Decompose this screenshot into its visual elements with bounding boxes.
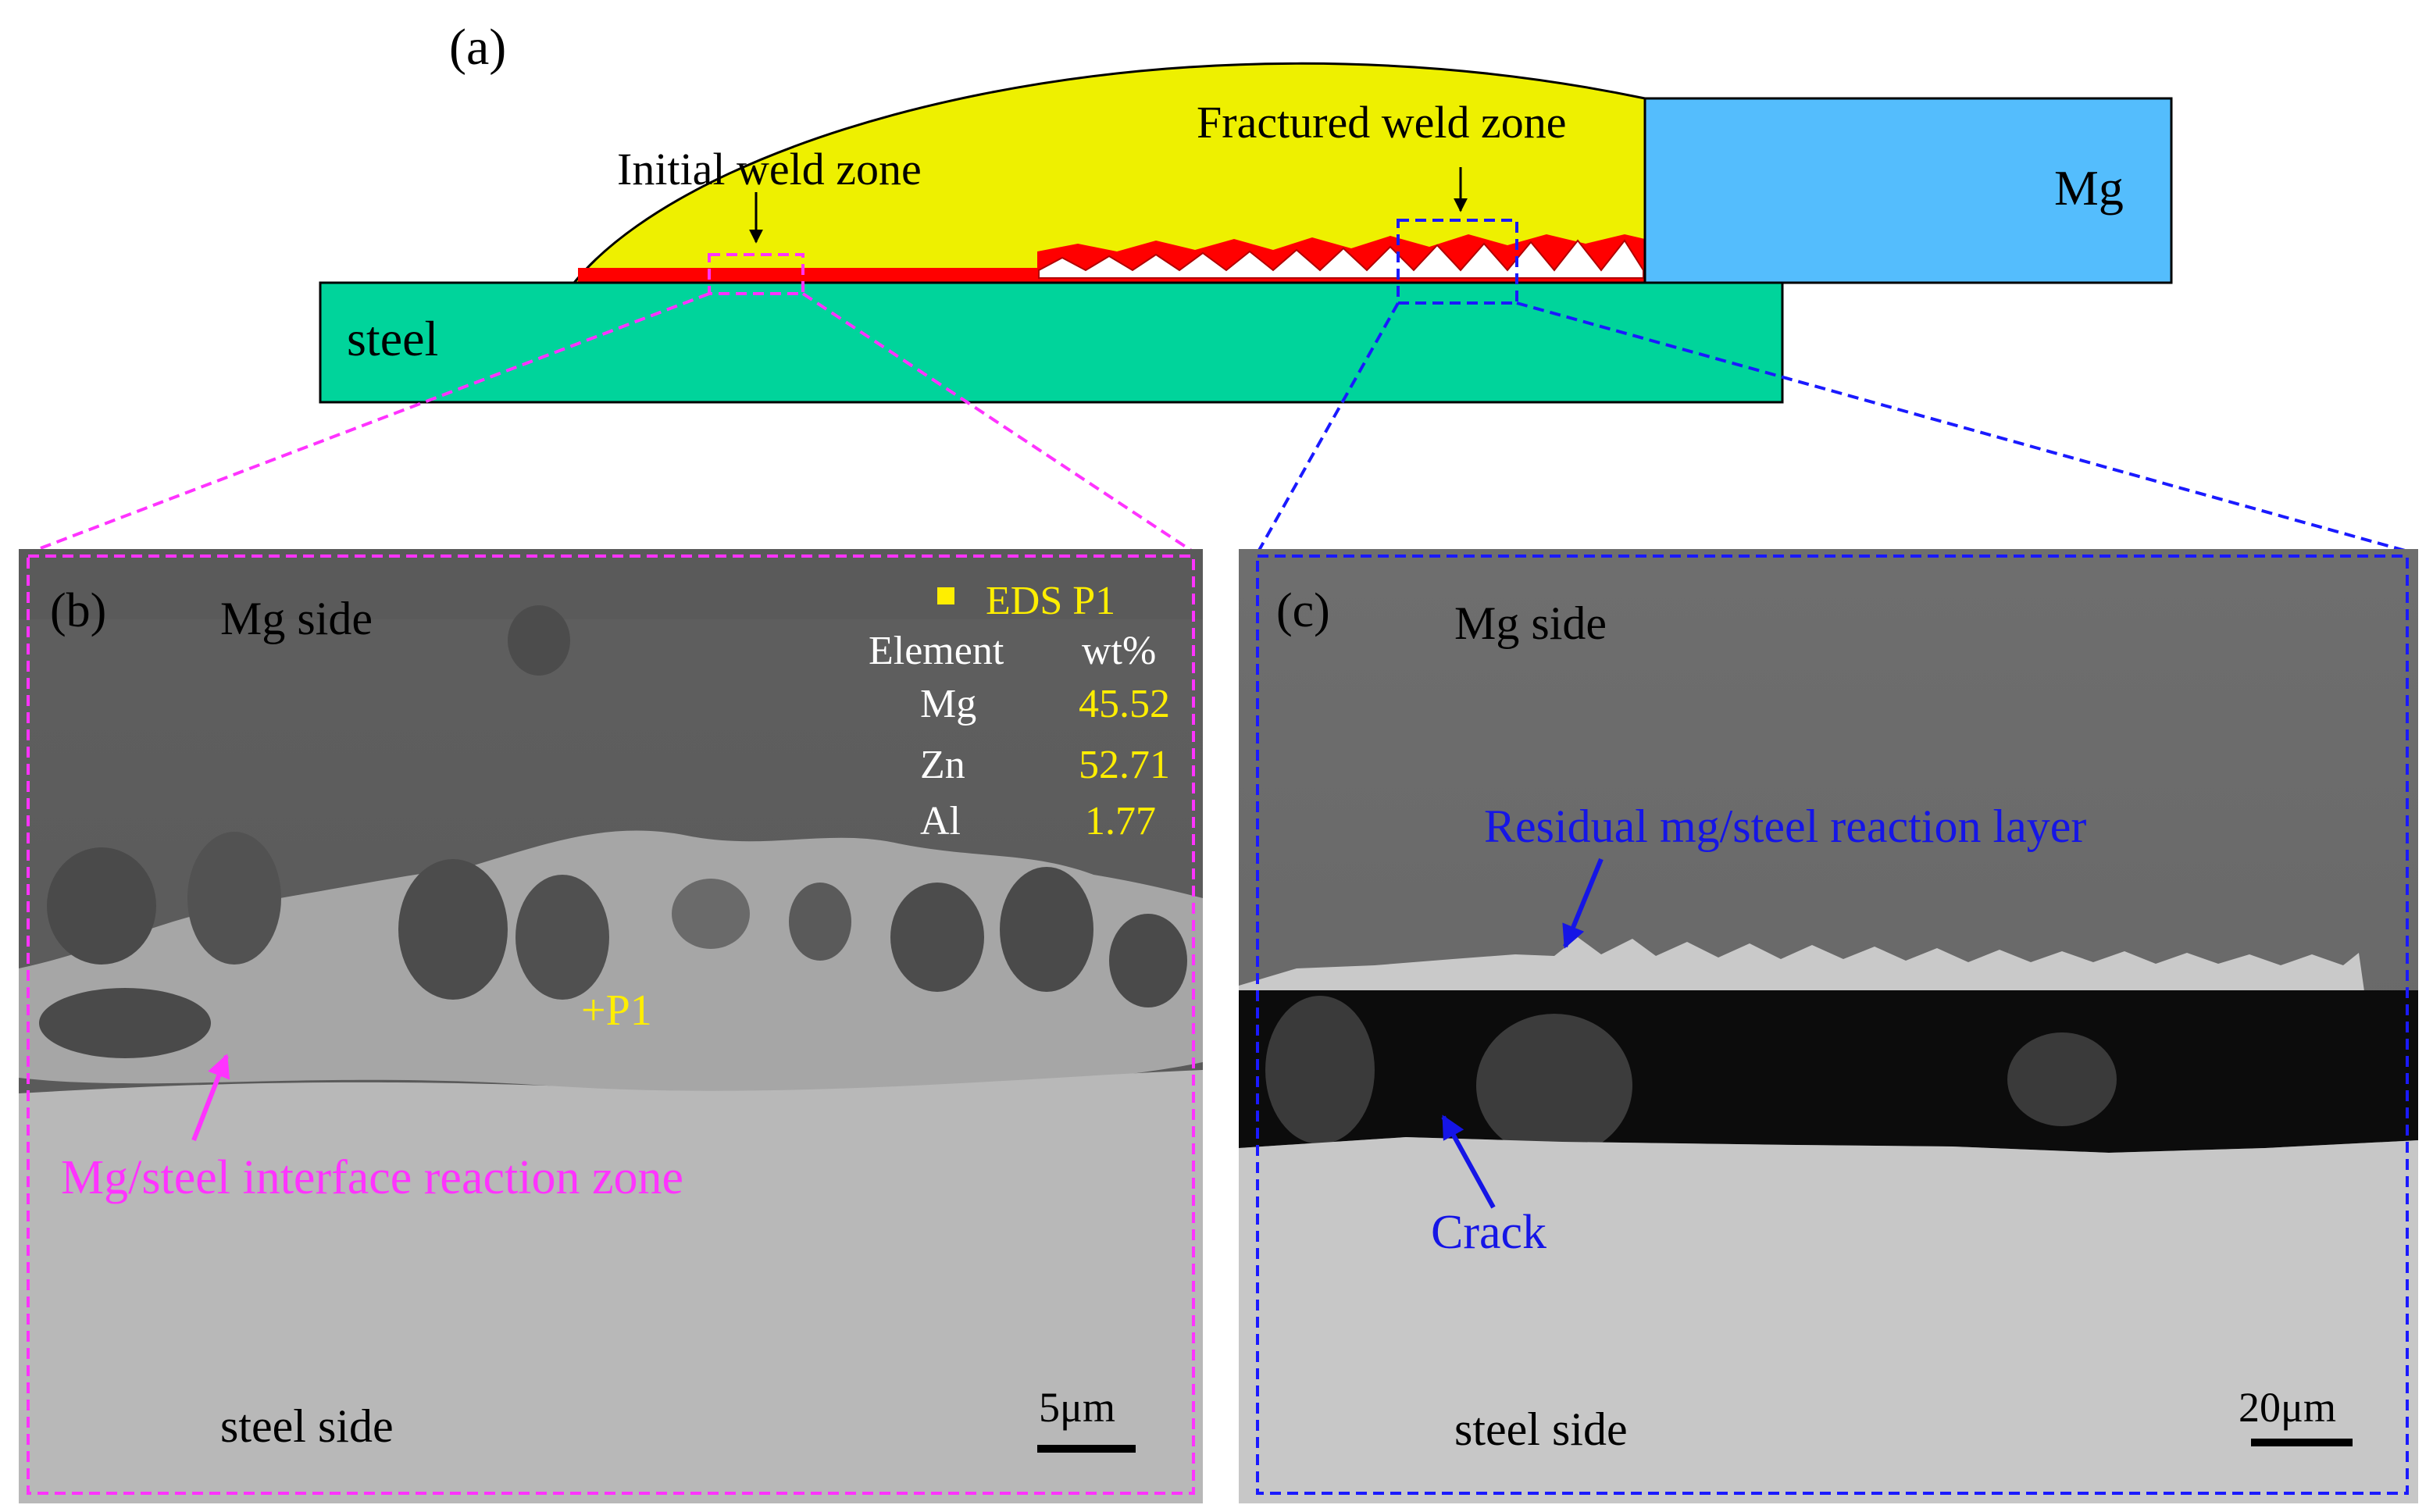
initial-weld-zone-label: Initial weld zone — [617, 144, 922, 194]
dark-particle — [398, 859, 508, 1000]
blue-projection-left — [1256, 302, 1400, 554]
mg-plate — [1643, 97, 2173, 284]
panel-b-label: (b) — [50, 584, 106, 637]
interface-reaction-zone-label: Mg/steel interface reaction zone — [61, 1151, 683, 1204]
crack-sphere — [2007, 1032, 2117, 1126]
dark-particle — [39, 988, 211, 1058]
panel-b-steel-side: steel side — [220, 1400, 394, 1452]
fractured-zigzag-white — [1038, 239, 1644, 279]
dark-particle — [47, 847, 156, 965]
initial-zone-box — [708, 253, 804, 295]
blue-projection-right — [1516, 301, 2414, 555]
residual-reaction-layer — [1239, 937, 2367, 1007]
eds-row-element: Mg — [920, 682, 976, 726]
steel-plate — [319, 281, 1784, 404]
mg-label: Mg — [2054, 160, 2124, 216]
crack-arrow — [1441, 1114, 1496, 1209]
panel-a-label: (a) — [449, 19, 506, 76]
panel-c-scale-bar — [2251, 1439, 2353, 1446]
steel-side-region — [1239, 1137, 2418, 1503]
residual-layer-label: Residual mg/steel reaction layer — [1484, 801, 2086, 852]
dark-particle — [672, 879, 750, 949]
eds-point-p1: +P1 — [581, 986, 652, 1035]
eds-row-wt: 52.71 — [1079, 743, 1170, 787]
dark-particle — [890, 883, 984, 992]
panel-b-border — [27, 555, 1195, 1495]
steel-label: steel — [347, 311, 438, 366]
fractured-zone-box — [1397, 219, 1518, 305]
eds-row-element: Zn — [920, 743, 965, 787]
eds-header-element: Element — [869, 629, 1004, 673]
eds-title: EDS P1 — [986, 579, 1115, 623]
panel-b-scale-label: 5μm — [1039, 1384, 1115, 1431]
steel-side-region — [19, 1070, 1203, 1503]
panel-b-mg-side: Mg side — [220, 593, 373, 644]
weld-dome — [571, 62, 1646, 284]
eds-row-wt: 45.52 — [1079, 682, 1170, 726]
crack-label: Crack — [1431, 1206, 1546, 1259]
panel-b-sem: (b) Mg side steel side EDS P1 Element wt… — [19, 549, 1203, 1503]
initial-reaction-layer — [578, 268, 1037, 283]
eds-row-element: Al — [920, 799, 961, 843]
dark-particle — [1000, 867, 1093, 992]
dark-particle — [515, 875, 609, 1000]
panel-b-top-shade — [19, 549, 1203, 619]
fractured-weld-zone-label: Fractured weld zone — [1197, 97, 1566, 148]
panel-c-scale-label: 20μm — [2239, 1384, 2336, 1431]
eds-marker-square — [937, 587, 954, 604]
panel-c-mg-side: Mg side — [1454, 597, 1607, 649]
crack-sphere — [1476, 1014, 1632, 1157]
magenta-projection-left — [27, 292, 710, 555]
dark-particle — [187, 832, 281, 965]
crack-sphere — [1265, 996, 1375, 1144]
crack-gap — [1239, 990, 2418, 1153]
panel-c-steel-side: steel side — [1454, 1403, 1628, 1455]
residual-layer-arrow — [1562, 858, 1604, 949]
eds-row-wt: 1.77 — [1085, 799, 1156, 843]
dark-particle — [508, 605, 570, 676]
panel-b-scale-bar — [1037, 1445, 1136, 1453]
dark-particle — [1109, 914, 1187, 1007]
eds-header-wt: wt% — [1082, 629, 1156, 673]
panel-c-label: (c) — [1276, 584, 1330, 637]
panel-c-border — [1256, 555, 2409, 1495]
dark-particle — [789, 883, 851, 961]
panel-c-sem: (c) Mg side steel side Residual mg/steel… — [1239, 549, 2418, 1503]
magenta-projection-right — [801, 292, 1197, 555]
interface-reaction-arrow — [191, 1054, 230, 1142]
panel-a-schematic: (a) steel Mg Initial weld zone Fractured… — [27, 19, 2414, 555]
